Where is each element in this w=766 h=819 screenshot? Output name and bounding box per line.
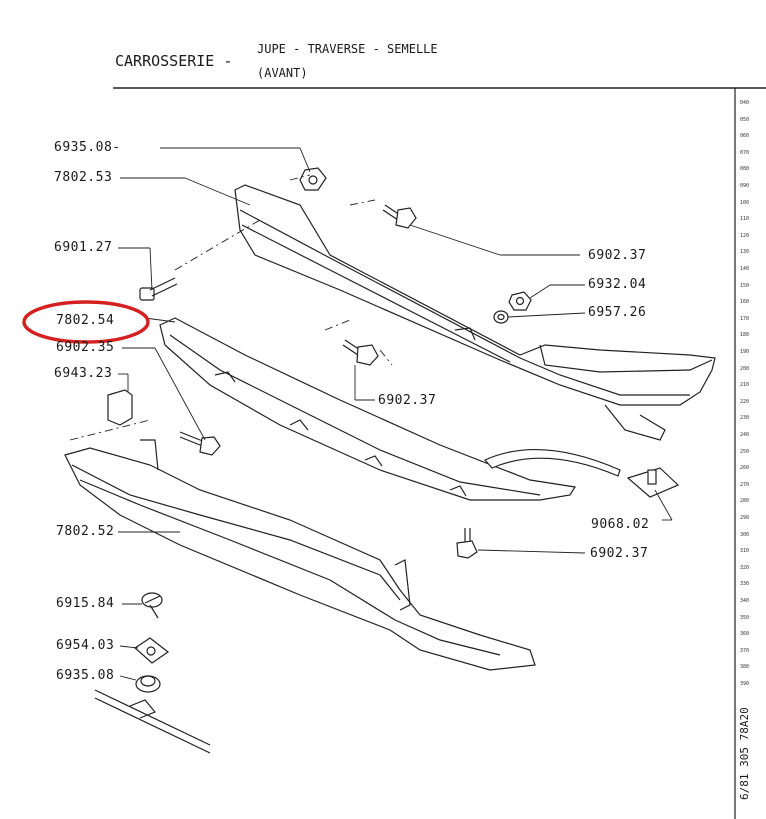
part-label-6954-03: 6954.03 [56, 638, 115, 653]
nut-6935-08-bottom [135, 675, 161, 693]
ruler-tick: 240 [740, 432, 750, 438]
ruler-tick: 340 [740, 598, 750, 604]
ruler-tick: 120 [740, 232, 750, 239]
ruler-tick: 250 [740, 448, 750, 455]
ruler-tick: 050 [740, 116, 750, 123]
bolt-6902-37-low [456, 528, 478, 559]
highlight-circle [22, 300, 150, 344]
arch-strip-part [484, 448, 621, 477]
section-title: CARROSSERIE - [115, 52, 233, 70]
ruler-tick: 060 [740, 133, 750, 140]
ruler-tick: 150 [740, 282, 750, 289]
ruler-tick: 140 [740, 266, 750, 272]
ruler-tick: 210 [740, 382, 750, 389]
part-label-7802-52: 7802.52 [56, 524, 115, 539]
part-label-6957-26: 6957.26 [588, 305, 647, 320]
ruler-tick: 160 [740, 299, 750, 306]
ruler-tick: 090 [740, 183, 750, 189]
part-label-6901-27: 6901.27 [54, 240, 113, 255]
ruler-tick: 170 [740, 315, 750, 322]
ruler-tick: 280 [740, 498, 750, 505]
diagram-title: JUPE - TRAVERSE - SEMELLE [257, 42, 438, 56]
part-label-6932-04: 6932.04 [588, 277, 647, 292]
part-label-6915-84: 6915.84 [56, 596, 115, 611]
bolt-6901-27 [139, 277, 178, 301]
washer-6957-26 [493, 310, 509, 324]
ruler-tick: 080 [740, 166, 750, 173]
part-label-7802-53: 7802.53 [54, 170, 113, 185]
part-label-6935-08-top: 6935.08- [54, 140, 121, 155]
diagram-subtitle: (AVANT) [257, 66, 308, 80]
part-label-7802-54: 7802.54 [56, 313, 115, 328]
ruler-tick: 180 [740, 332, 750, 339]
ruler-tick: 370 [740, 647, 750, 654]
ruler-tick: 330 [740, 581, 750, 588]
part-label-6902-37-b: 6902.37 [378, 393, 437, 408]
small-bracket-part [107, 389, 133, 426]
part-label-9068-02: 9068.02 [591, 517, 650, 532]
ruler-tick: 310 [740, 548, 750, 555]
nut-6935-08-top [299, 167, 327, 191]
ruler-tick: 070 [740, 149, 750, 156]
ruler-tick: 130 [740, 249, 750, 256]
part-label-6902-35: 6902.35 [56, 340, 115, 355]
screw-6915-84 [141, 592, 163, 619]
part-label-6902-37-a: 6902.37 [588, 248, 647, 263]
ruler-tick: 230 [740, 415, 750, 422]
part-label-6943-23: 6943.23 [54, 366, 113, 381]
ruler-tick: 220 [740, 398, 750, 405]
bolt-6902-35 [179, 431, 221, 456]
clip-6954-03 [134, 637, 170, 664]
ruler-tick: 200 [740, 365, 750, 372]
ruler-tick: 040 [740, 100, 750, 106]
bracket-part [626, 467, 680, 498]
ruler-tick: 360 [740, 631, 750, 638]
ruler-tick: 300 [740, 531, 750, 538]
ruler-tick: 270 [740, 481, 750, 488]
ruler-tick: 190 [740, 349, 750, 355]
lower-skirt-part [64, 439, 536, 671]
bolt-6902-37-top [382, 204, 417, 229]
crossmember-part [159, 317, 576, 501]
part-label-6935-08-bottom: 6935.08 [56, 668, 115, 683]
nut-6932-04 [508, 291, 532, 311]
ruler-tick: 380 [740, 664, 750, 671]
ruler-tick: 390 [740, 681, 750, 687]
ruler-tick: 100 [740, 199, 750, 206]
part-label-6902-37-c: 6902.37 [590, 546, 649, 561]
seal-strip-part [94, 689, 211, 754]
bolt-6902-37-mid [342, 339, 379, 366]
ruler-tick: 350 [740, 614, 750, 621]
ruler-tick: 260 [740, 465, 750, 472]
upper-bumper-part [234, 184, 716, 441]
ruler-tick: 290 [740, 515, 750, 521]
ruler-tick: 320 [740, 564, 750, 571]
ruler-tick: 110 [740, 216, 750, 223]
page-code: 6/81 305 78A20 [738, 707, 751, 800]
